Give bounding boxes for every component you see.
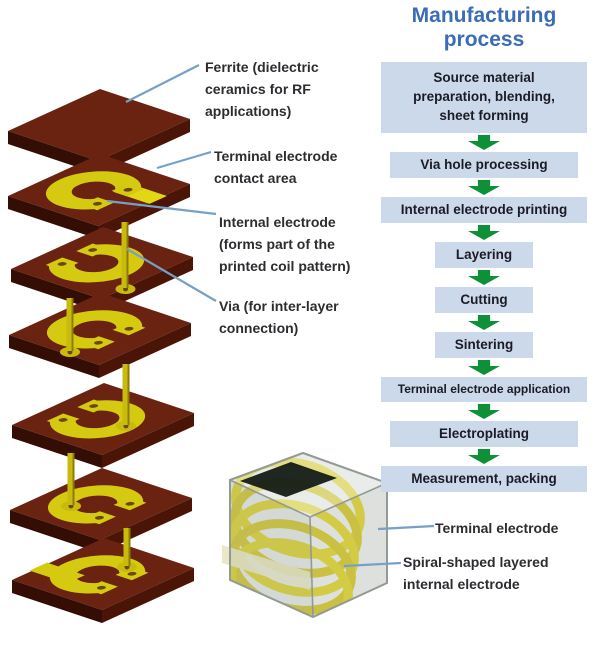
label-ferrite: Ferrite (dielectric ceramics for RF appl… <box>205 59 319 119</box>
label-via: Via (for inter-layer connection) <box>219 298 339 336</box>
via-pillar <box>60 298 80 357</box>
flow-step-electroplating: Electroplating <box>390 421 578 447</box>
electrode-layer <box>9 293 191 378</box>
manufacturing-flowchart: Source material preparation, blending, s… <box>381 62 587 492</box>
leader-line-via <box>126 248 217 302</box>
via-pillar <box>116 364 136 431</box>
flowchart-title: Manufacturing process <box>411 4 557 51</box>
down-arrow-icon <box>468 449 500 464</box>
down-arrow-icon <box>468 180 500 195</box>
down-arrow-icon <box>468 135 500 150</box>
flow-step-electrode-printing: Internal electrode printing <box>381 197 587 223</box>
via-pillar <box>61 453 81 511</box>
via-pillar <box>115 222 136 294</box>
leader-line-spiral <box>343 561 402 568</box>
via-pillar <box>117 528 137 572</box>
leader-line-ferrite <box>125 64 200 103</box>
leader-lines <box>106 64 435 568</box>
flow-step-cutting: Cutting <box>435 287 533 313</box>
down-arrow-icon <box>468 270 500 285</box>
flow-step-measurement: Measurement, packing <box>381 466 587 492</box>
chip-component-illustration <box>222 451 388 619</box>
flow-step-terminal-application: Terminal electrode application <box>381 377 587 402</box>
leader-line-internal-electrode <box>106 199 217 216</box>
leader-line-terminal-electrode <box>377 524 435 531</box>
flow-step-source-material: Source material preparation, blending, s… <box>381 62 587 133</box>
label-terminal-contact: Terminal electrode contact area <box>214 148 338 186</box>
label-terminal-electrode: Terminal electrode <box>435 520 559 536</box>
ferrite-band <box>222 545 310 590</box>
exploded-stack-illustration <box>8 89 194 623</box>
down-arrow-icon <box>468 360 500 375</box>
leader-line-terminal-contact <box>156 150 212 170</box>
flow-step-via-hole: Via hole processing <box>390 152 578 178</box>
down-arrow-icon <box>468 225 500 240</box>
electrode-layer-rotated <box>12 383 194 468</box>
electrode-layer-terminal-tail <box>12 538 194 623</box>
label-spiral-electrode: Spiral-shaped layered internal electrode <box>403 554 549 592</box>
down-arrow-icon <box>468 315 500 330</box>
top-terminal-patch <box>240 462 337 497</box>
label-internal-electrode: Internal electrode (forms part of the pr… <box>219 214 351 274</box>
down-arrow-icon <box>468 404 500 419</box>
flow-step-layering: Layering <box>435 242 533 268</box>
flow-step-sintering: Sintering <box>435 332 533 358</box>
